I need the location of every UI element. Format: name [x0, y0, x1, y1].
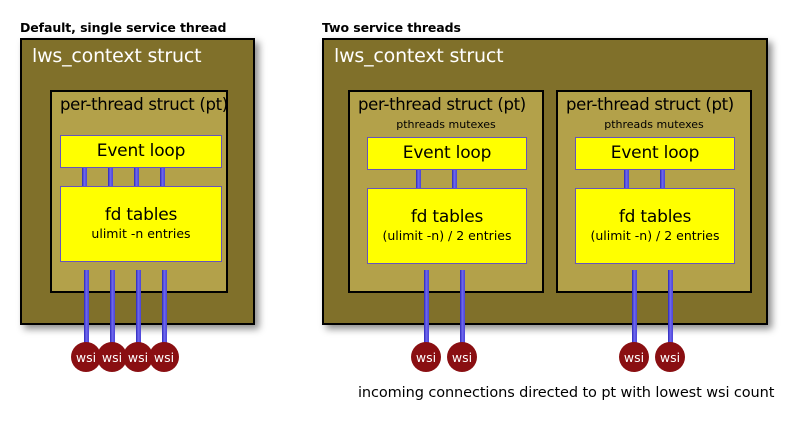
wsi-label: wsi: [101, 349, 123, 365]
connector-eventloop-fdtables-single-0-1: [108, 168, 113, 186]
fd-tables-title-single-0: fd tables: [104, 205, 178, 226]
wsi-label: wsi: [127, 349, 149, 365]
connector-wsi-single-2: [136, 270, 141, 350]
connector-eventloop-fdtables-dual-0-0: [416, 170, 421, 188]
event-loop-box-dual-1: Event loop: [575, 137, 735, 170]
context-struct-box-single: lws_context struct per-thread struct (pt…: [20, 38, 255, 325]
wsi-node-single-1: wsi: [97, 342, 127, 372]
event-loop-box-single-0: Event loop: [60, 135, 222, 168]
wsi-node-dual-0-0: wsi: [411, 342, 441, 372]
event-loop-label-dual-1: Event loop: [610, 142, 700, 163]
wsi-label: wsi: [153, 349, 175, 365]
fd-tables-title-dual-0: fd tables: [410, 207, 484, 228]
event-loop-label-single-0: Event loop: [96, 140, 186, 161]
per-thread-struct-box-dual-0: per-thread struct (pt) pthreads mutexes …: [348, 90, 544, 293]
fd-tables-subtitle-single-0: ulimit -n entries: [91, 226, 191, 242]
per-thread-struct-subtitle-dual-0: pthreads mutexes: [396, 118, 496, 131]
context-struct-title-single: lws_context struct: [32, 45, 202, 67]
connector-wsi-single-1: [110, 270, 115, 350]
connector-eventloop-fdtables-dual-1-0: [624, 170, 629, 188]
event-loop-box-dual-0: Event loop: [367, 137, 527, 170]
per-thread-struct-box-single-0: per-thread struct (pt) Event loop fd tab…: [50, 90, 228, 293]
wsi-node-dual-1-0: wsi: [619, 342, 649, 372]
per-thread-struct-title-dual-1: per-thread struct (pt): [566, 95, 734, 114]
wsi-label: wsi: [659, 349, 681, 365]
connector-eventloop-fdtables-single-0-3: [160, 168, 165, 186]
wsi-node-single-2: wsi: [123, 342, 153, 372]
context-struct-box-dual: lws_context struct per-thread struct (pt…: [322, 38, 768, 325]
wsi-label: wsi: [415, 349, 437, 365]
connector-wsi-single-0: [84, 270, 89, 350]
wsi-label: wsi: [451, 349, 473, 365]
wsi-node-single-3: wsi: [149, 342, 179, 372]
fd-tables-box-dual-0: fd tables (ulimit -n) / 2 entries: [367, 188, 527, 264]
fd-tables-box-dual-1: fd tables (ulimit -n) / 2 entries: [575, 188, 735, 264]
connector-eventloop-fdtables-dual-1-1: [660, 170, 665, 188]
per-thread-struct-title-single-0: per-thread struct (pt): [60, 95, 228, 114]
per-thread-struct-box-dual-1: per-thread struct (pt) pthreads mutexes …: [556, 90, 752, 293]
wsi-node-single-0: wsi: [71, 342, 101, 372]
connector-eventloop-fdtables-single-0-2: [134, 168, 139, 186]
connector-wsi-dual-1-1: [668, 270, 673, 350]
incoming-connections-note: incoming connections directed to pt with…: [358, 385, 775, 401]
panel-caption-two-threads: Two service threads: [322, 20, 461, 35]
per-thread-struct-subtitle-dual-1: pthreads mutexes: [604, 118, 704, 131]
connector-eventloop-fdtables-single-0-0: [82, 168, 87, 186]
wsi-label: wsi: [623, 349, 645, 365]
fd-tables-box-single-0: fd tables ulimit -n entries: [60, 186, 222, 262]
event-loop-label-dual-0: Event loop: [402, 142, 492, 163]
panel-caption-single-thread: Default, single service thread: [20, 20, 227, 35]
fd-tables-subtitle-dual-0: (ulimit -n) / 2 entries: [382, 228, 512, 244]
connector-wsi-dual-0-1: [460, 270, 465, 350]
fd-tables-title-dual-1: fd tables: [618, 207, 692, 228]
connector-wsi-single-3: [162, 270, 167, 350]
wsi-node-dual-0-1: wsi: [447, 342, 477, 372]
connector-wsi-dual-0-0: [424, 270, 429, 350]
connector-eventloop-fdtables-dual-0-1: [452, 170, 457, 188]
fd-tables-subtitle-dual-1: (ulimit -n) / 2 entries: [590, 228, 720, 244]
wsi-node-dual-1-1: wsi: [655, 342, 685, 372]
connector-wsi-dual-1-0: [632, 270, 637, 350]
context-struct-title-dual: lws_context struct: [334, 45, 504, 67]
wsi-label: wsi: [75, 349, 97, 365]
per-thread-struct-title-dual-0: per-thread struct (pt): [358, 95, 526, 114]
